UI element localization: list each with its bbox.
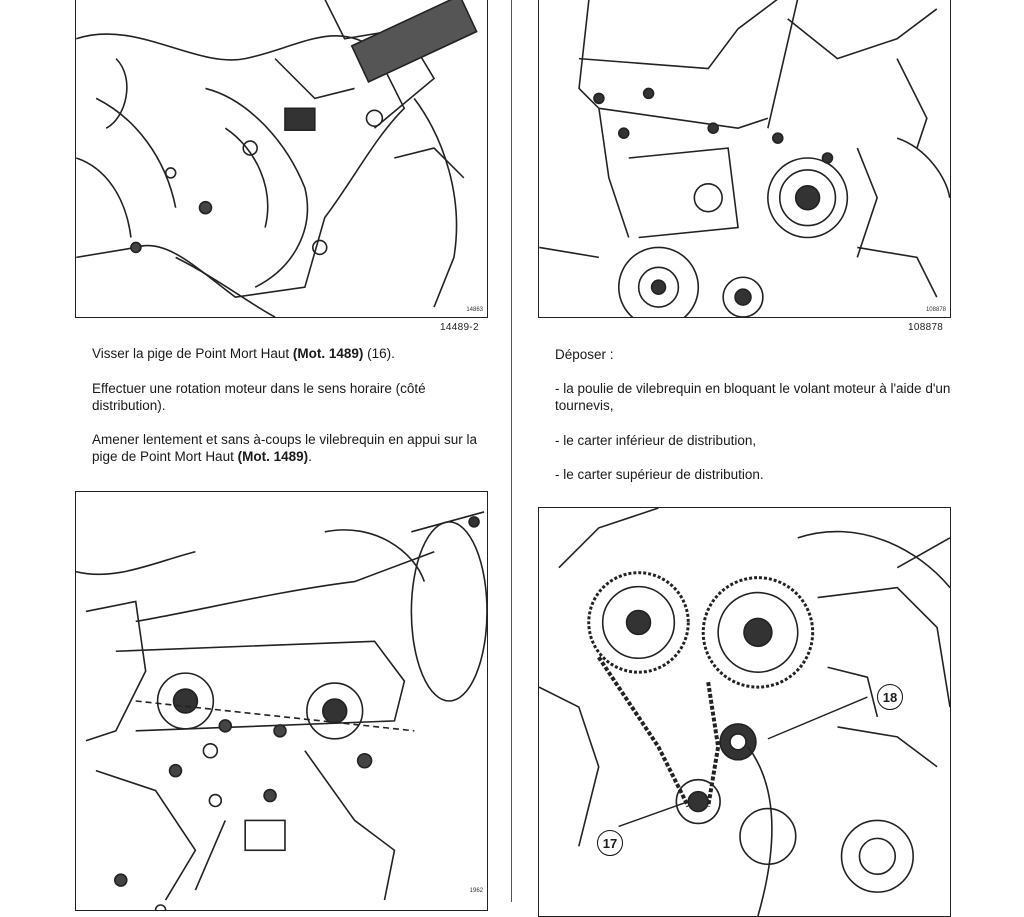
figure-inner-reference: 108878 xyxy=(925,307,946,313)
figure-reference-number: 14489-2 xyxy=(440,322,479,333)
column-divider xyxy=(511,0,512,902)
instruction-1: Visser la pige de Point Mort Haut (Mot. … xyxy=(92,346,395,361)
figure-left-bottom: 1962 xyxy=(75,491,488,911)
section-heading: Déposer : xyxy=(555,347,614,362)
figure-right-bottom: 18 17 xyxy=(538,507,951,917)
figure-inner-reference: 1962 xyxy=(469,888,483,894)
callout-17: 17 xyxy=(597,830,623,856)
engine-illustration-right-top xyxy=(539,0,950,317)
callout-18: 18 xyxy=(877,684,903,710)
remove-item-2: - le carter inférieur de distribution, xyxy=(555,433,757,448)
figure-right-top: 108878 xyxy=(538,0,951,318)
figure-reference-number: 108878 xyxy=(908,322,944,333)
figure-inner-reference: 14863 xyxy=(466,307,483,313)
remove-item-1: - la poulie de vilebrequin en bloquant l… xyxy=(555,381,951,413)
engine-illustration-left-top xyxy=(76,0,478,317)
instruction-3: Amener lentement et sans à-coups le vile… xyxy=(92,432,477,464)
engine-illustration-left-bottom xyxy=(76,511,487,910)
timing-belt-illustration xyxy=(539,508,950,916)
figure-left-top: 14863 xyxy=(75,0,488,318)
remove-item-3: - le carter supérieur de distribution. xyxy=(555,467,764,482)
instruction-2: Effectuer une rotation moteur dans le se… xyxy=(92,381,426,413)
